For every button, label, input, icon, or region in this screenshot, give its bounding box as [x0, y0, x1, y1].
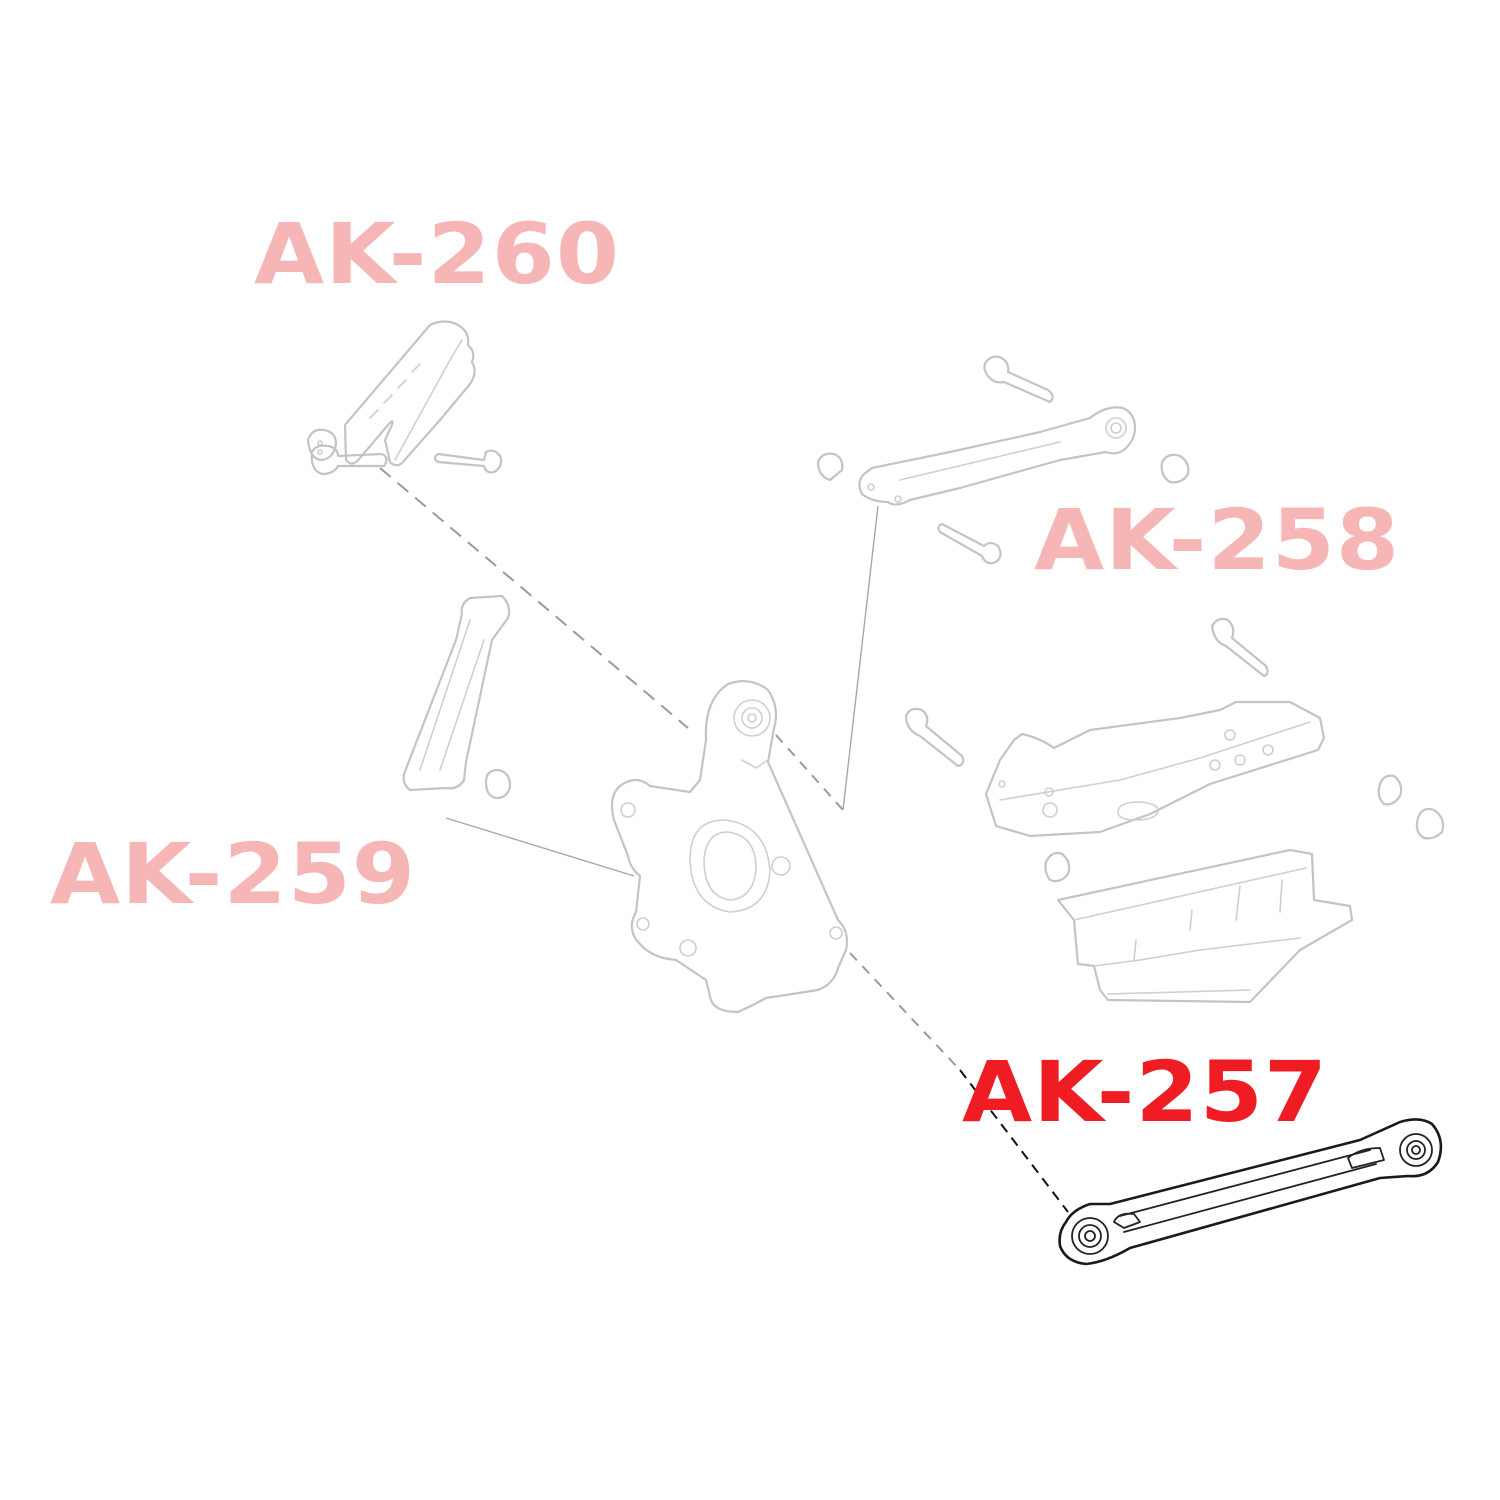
upper-control-arm-icon: [858, 406, 1137, 506]
bolt-icon: [310, 444, 388, 476]
leader-line-ak257-faint: [849, 952, 961, 1071]
leader-line-ak258-dash: [775, 734, 844, 811]
part-label-ak258: AK-258: [1034, 491, 1401, 589]
nut-icon: [816, 452, 844, 482]
part-label-ak259: AK-259: [50, 825, 417, 923]
trailing-link-icon: [402, 594, 511, 792]
subframe-bracket-icon: [1056, 848, 1354, 1004]
leader-line-ak258: [842, 505, 879, 811]
bracket-icon: [343, 320, 476, 467]
knuckle-icon: [610, 679, 849, 1014]
nut-icon: [306, 428, 338, 462]
nut-icon: [484, 768, 512, 800]
leader-line-ak260: [379, 467, 689, 729]
bolt-icon: [1210, 617, 1269, 678]
part-label-ak257: AK-257: [962, 1043, 1329, 1141]
nut-icon: [1044, 851, 1071, 883]
leader-line-ak259: [445, 817, 635, 877]
nut-icon: [1377, 774, 1403, 806]
ak259-parts: [310, 444, 512, 800]
ak260-parts: [306, 320, 503, 474]
lower-control-arm-icon: [984, 700, 1326, 838]
lower-lateral-link-icon[interactable]: [1058, 1118, 1443, 1266]
ak257-parts: [1058, 1118, 1443, 1266]
bolt-icon: [937, 522, 1002, 565]
leader-lines: [379, 467, 1069, 1213]
lower-arm-assembly: [904, 617, 1445, 1004]
bolt-icon: [433, 449, 503, 474]
leader-line-ak257: [959, 1069, 1069, 1213]
bolt-icon: [904, 707, 965, 768]
ak258-parts: [816, 355, 1190, 565]
nut-icon: [1160, 453, 1190, 484]
bolt-icon: [983, 355, 1054, 404]
part-label-ak260: AK-260: [254, 205, 621, 303]
steering-knuckle: [610, 679, 849, 1014]
nut-icon: [1415, 807, 1445, 840]
